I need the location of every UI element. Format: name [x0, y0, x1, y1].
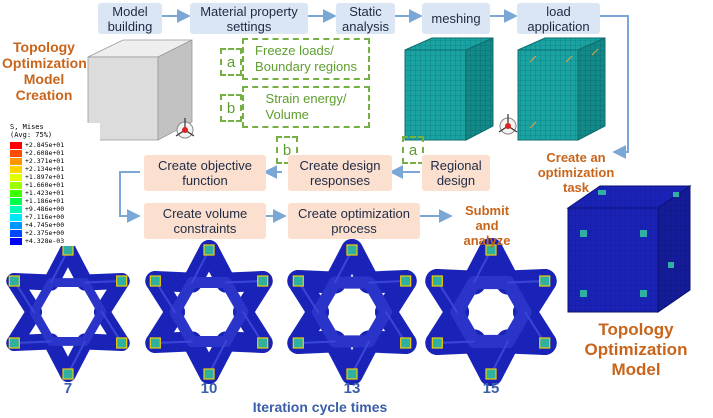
- legend-entry: +4.328e-03: [10, 237, 100, 245]
- lattice-model-1: [145, 240, 273, 384]
- material-property-label: Material property settings: [200, 3, 298, 34]
- legend-swatch: [10, 205, 22, 213]
- legend-value: +1.660e+01: [25, 181, 65, 189]
- iteration-models: [6, 238, 557, 386]
- create-design-responses-label: Create design responses: [299, 158, 381, 188]
- note-b-box: Strain energy/ Volume: [242, 86, 370, 128]
- axis-triad-icon: [498, 114, 518, 135]
- model-building-box: Model building: [98, 3, 162, 34]
- legend-value: +2.134e+01: [25, 165, 65, 173]
- small-a-box: a: [402, 136, 424, 164]
- create-optimization-task-label: Create an optimization task: [537, 150, 615, 195]
- legend-swatch: [10, 173, 22, 181]
- note-a-box: Freeze loads/ Boundary regions: [242, 38, 370, 80]
- create-volume-constraints-box: Create volume constraints: [144, 203, 266, 239]
- legend-value: +1.897e+01: [25, 173, 65, 181]
- legend-swatch: [10, 157, 22, 165]
- static-analysis-label: Static analysis: [342, 3, 389, 34]
- meshing-box: meshing: [422, 3, 490, 34]
- legend-entry: +1.423e+01: [10, 189, 100, 197]
- regional-design-label: Regional design: [430, 158, 482, 188]
- small-b-letter: b: [282, 141, 292, 159]
- gray-cube: [87, 39, 193, 141]
- meshing-label: meshing: [431, 11, 481, 26]
- legend-swatch: [10, 141, 22, 149]
- legend-swatch: [10, 189, 22, 197]
- legend-value: +2.845e+01: [25, 141, 65, 149]
- top-flow-arrows: [119, 9, 629, 223]
- note-a-text: Freeze loads/ Boundary regions: [255, 43, 357, 74]
- small-a-letter: a: [408, 141, 418, 159]
- legend-swatch: [10, 213, 22, 221]
- legend-value: +1.423e+01: [25, 189, 65, 197]
- legend-value: +2.375e+00: [25, 229, 65, 237]
- create-design-responses-box: Create design responses: [288, 155, 392, 191]
- iteration-label-10: 10: [200, 380, 218, 397]
- legend-entry: +2.845e+01: [10, 141, 100, 149]
- static-analysis-box: Static analysis: [336, 3, 395, 34]
- legend-entry: +9.486e+00: [10, 205, 100, 213]
- legend-entry: +1.186e+01: [10, 197, 100, 205]
- stress-legend: S, Mises (Avg: 75%) +2.845e+01+2.608e+01…: [8, 123, 100, 246]
- left-title: Topology Optimization Model Creation: [2, 39, 87, 103]
- create-optimization-process-label: Create optimization process: [298, 206, 410, 236]
- right-title: Topology Optimization Model: [584, 320, 688, 379]
- regional-design-box: Regional design: [422, 155, 490, 191]
- note-a-letter-box: a: [220, 48, 242, 76]
- submit-and-analyze-label: Submit and analyze: [463, 203, 511, 248]
- legend-title: S, Mises (Avg: 75%): [10, 123, 53, 139]
- iteration-label-13: 13: [343, 380, 361, 397]
- legend-swatch: [10, 197, 22, 205]
- model-building-label: Model building: [107, 3, 153, 34]
- material-property-box: Material property settings: [190, 3, 308, 34]
- create-volume-constraints-label: Create volume constraints: [162, 206, 248, 236]
- legend-value: +4.745e+00: [25, 221, 65, 229]
- lattice-model-0: [6, 242, 130, 382]
- legend-swatch: [10, 237, 22, 245]
- legend-entry: +2.134e+01: [10, 165, 100, 173]
- create-optimization-process-box: Create optimization process: [288, 203, 420, 239]
- legend-swatch: [10, 181, 22, 189]
- legend-swatch: [10, 149, 22, 157]
- legend-value: +2.608e+01: [25, 149, 65, 157]
- legend-entry: +2.608e+01: [10, 149, 100, 157]
- lattice-model-3: [425, 238, 557, 386]
- meshed-cube: [404, 37, 494, 141]
- legend-entry: +1.660e+01: [10, 181, 100, 189]
- iteration-label-7: 7: [63, 380, 73, 397]
- legend-swatch: [10, 221, 22, 229]
- create-objective-function-box: Create objective function: [144, 155, 266, 191]
- note-b-letter-box: b: [220, 94, 242, 122]
- small-b-box: b: [276, 136, 298, 164]
- legend-entry: +2.371e+01: [10, 157, 100, 165]
- iteration-caption: Iteration cycle times: [252, 399, 388, 415]
- note-b-letter: b: [226, 99, 236, 117]
- legend-swatch: [10, 229, 22, 237]
- note-b-text: Strain energy/ Volume: [265, 91, 347, 122]
- iteration-label-15: 15: [482, 380, 500, 397]
- lattice-model-2: [287, 239, 417, 385]
- legend-value: +2.371e+01: [25, 157, 65, 165]
- legend-swatch: [10, 165, 22, 173]
- load-application-label: load application: [527, 3, 590, 34]
- legend-entry: +4.745e+00: [10, 221, 100, 229]
- legend-entry: +7.116e+00: [10, 213, 100, 221]
- final-optimized-cube: [566, 185, 692, 313]
- legend-value: +7.116e+00: [25, 213, 65, 221]
- loaded-cube: [517, 37, 606, 141]
- load-application-box: load application: [517, 3, 600, 34]
- legend-entry: +2.375e+00: [10, 229, 100, 237]
- legend-value: +4.328e-03: [25, 237, 65, 245]
- create-objective-function-label: Create objective function: [158, 158, 252, 188]
- legend-value: +1.186e+01: [25, 197, 65, 205]
- axis-triad-icon: [175, 118, 195, 139]
- legend-value: +9.486e+00: [25, 205, 65, 213]
- legend-entry: +1.897e+01: [10, 173, 100, 181]
- note-a-letter: a: [226, 53, 236, 71]
